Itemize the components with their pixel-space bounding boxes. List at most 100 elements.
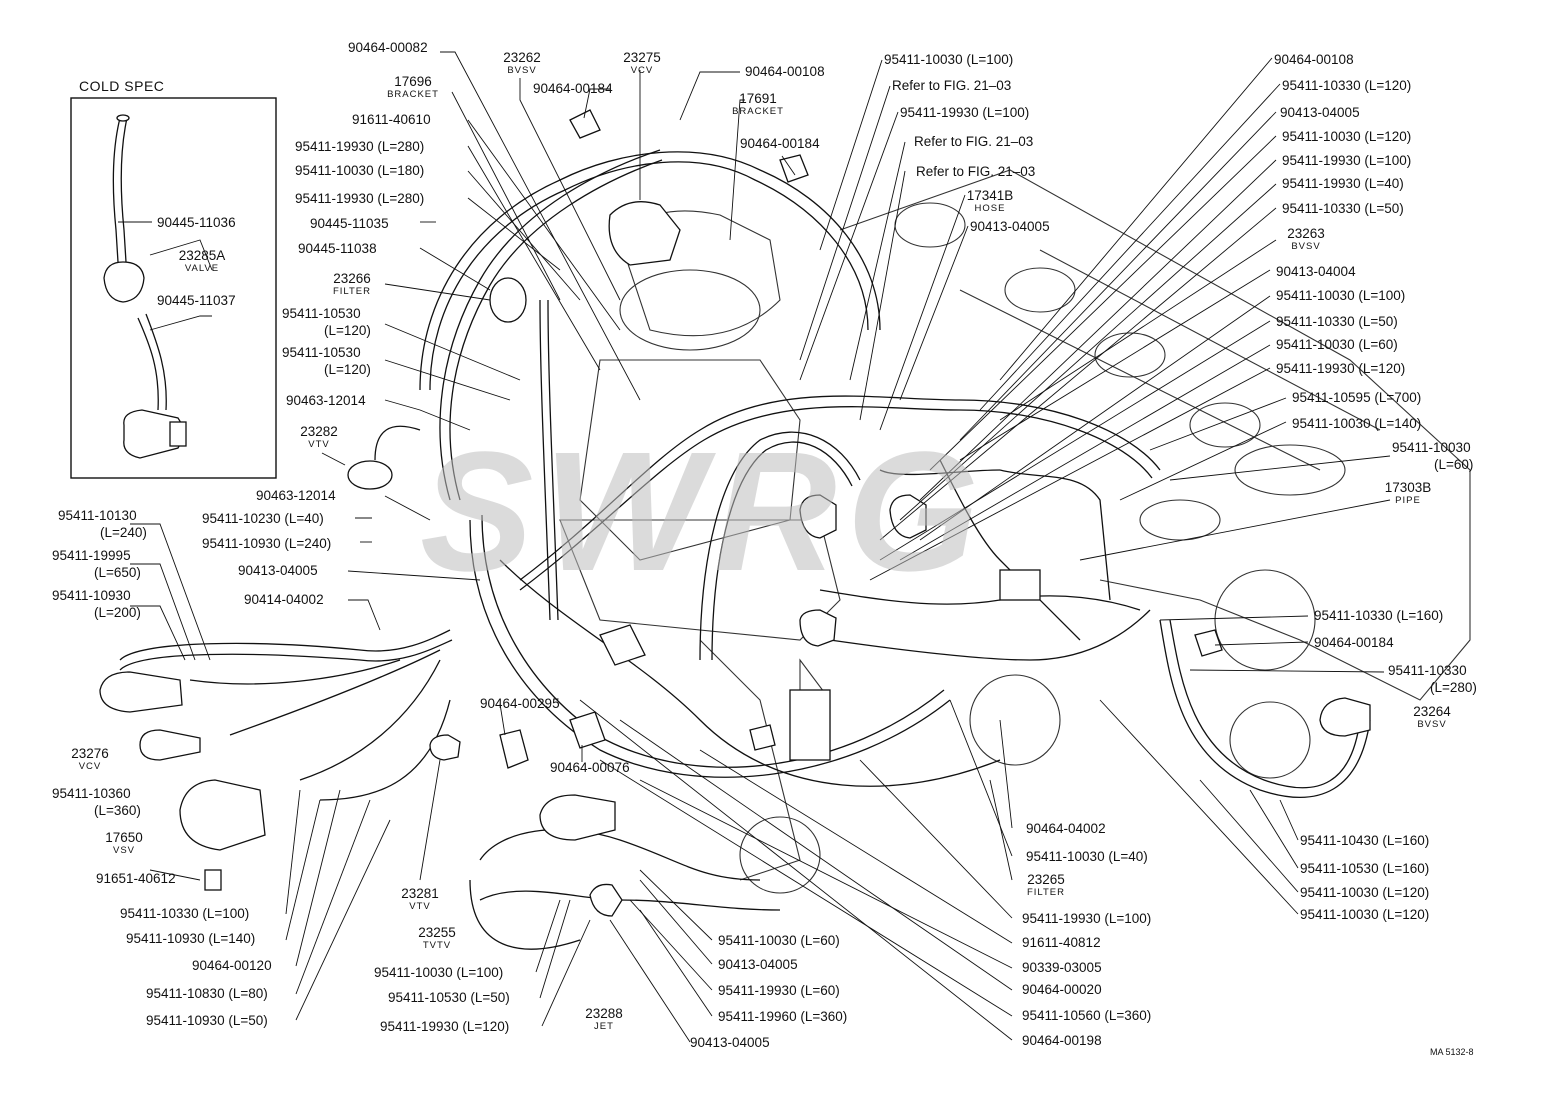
- part-number: 95411-19995: [52, 548, 131, 563]
- part-label: 95411-19930 (L=120): [380, 1019, 509, 1034]
- part-label: 95411-10930(L=200): [52, 588, 141, 620]
- part-number: 95411-10830 (L=80): [146, 986, 268, 1001]
- part-number: 95411-10330 (L=120): [1282, 78, 1411, 93]
- part-number: 17341B: [967, 188, 1014, 203]
- hose-length: (L=650): [94, 565, 141, 580]
- part-number: 23282: [300, 424, 338, 439]
- part-number: 95411-10330 (L=50): [1282, 201, 1404, 216]
- part-label: 95411-10030 (L=40): [1026, 849, 1148, 864]
- part-label: 90413-04005: [1280, 105, 1360, 120]
- inset-title: COLD SPEC: [79, 78, 164, 94]
- part-number: 90413-04004: [1276, 264, 1356, 279]
- part-label: 95411-19930 (L=60): [718, 983, 840, 998]
- part-label: 95411-10560 (L=360): [1022, 1008, 1151, 1023]
- part-label: 95411-19960 (L=360): [718, 1009, 847, 1024]
- part-number: 90464-00184: [740, 136, 820, 151]
- part-type: VALVE: [185, 263, 219, 274]
- part-number: 90464-00120: [192, 958, 272, 973]
- part-number: 23281: [401, 886, 439, 901]
- part-number: 90414-04002: [244, 592, 324, 607]
- part-number: 17691: [739, 91, 777, 106]
- part-label: 90464-04002: [1026, 821, 1106, 836]
- part-label: 95411-10230 (L=40): [202, 511, 324, 526]
- part-type: FILTER: [333, 286, 371, 297]
- part-number: 95411-10530 (L=50): [388, 990, 510, 1005]
- part-number: 90445-11037: [157, 293, 236, 308]
- part-number: 95411-10595 (L=700): [1292, 390, 1421, 405]
- part-number: 95411-10530: [282, 306, 361, 321]
- part-number: 90464-00184: [533, 81, 613, 96]
- part-type: BVSV: [1417, 719, 1446, 730]
- part-label: 95411-10595 (L=700): [1292, 390, 1421, 405]
- part-type: TVTV: [423, 940, 451, 951]
- part-number: 95411-10930: [52, 588, 131, 603]
- part-number: 95411-10030 (L=120): [1300, 907, 1429, 922]
- part-number: 90464-00082: [348, 40, 428, 55]
- part-number: 95411-10330 (L=100): [120, 906, 249, 921]
- part-label: 90414-04002: [244, 592, 324, 607]
- part-number: 95411-10030 (L=60): [718, 933, 840, 948]
- part-number: 95411-10030 (L=100): [1276, 288, 1405, 303]
- part-number: 90445-11035: [310, 216, 389, 231]
- part-number: 90464-00108: [745, 64, 825, 79]
- part-label: 90445-11036: [157, 215, 236, 230]
- part-number: 90464-00076: [550, 760, 630, 775]
- part-label: 90464-00120: [192, 958, 272, 973]
- part-number: 23276: [71, 746, 109, 761]
- part-type: BVSV: [507, 65, 536, 76]
- part-number: 90413-04005: [718, 957, 798, 972]
- part-number: 90464-00108: [1274, 52, 1354, 67]
- hose-length: (L=60): [1434, 457, 1473, 472]
- part-number: 90413-04005: [238, 563, 318, 578]
- part-number: 95411-10430 (L=160): [1300, 833, 1429, 848]
- engine-outline: [559, 169, 1471, 894]
- part-label: 95411-10130(L=240): [58, 508, 147, 540]
- part-label: Refer to FIG. 21–03: [916, 164, 1035, 179]
- part-number: 91611-40610: [352, 112, 431, 127]
- part-label: 91651-40612: [96, 871, 176, 886]
- part-number: 95411-10360: [52, 786, 131, 801]
- part-number: 95411-19930 (L=60): [718, 983, 840, 998]
- part-type: BVSV: [1291, 241, 1320, 252]
- part-number: 90413-04005: [1280, 105, 1360, 120]
- part-number: 95411-10930 (L=140): [126, 931, 255, 946]
- part-label: 95411-10330 (L=120): [1282, 78, 1411, 93]
- part-label: 90339-03005: [1022, 960, 1102, 975]
- part-number: 95411-10030 (L=60): [1276, 337, 1398, 352]
- part-label: 95411-10930 (L=140): [126, 931, 255, 946]
- part-number: 90464-00184: [1314, 635, 1394, 650]
- part-label: 95411-10030 (L=100): [374, 965, 503, 980]
- part-label: 95411-10030 (L=100): [1276, 288, 1405, 303]
- part-number: 23285A: [179, 248, 226, 263]
- part-number: 90464-00198: [1022, 1033, 1102, 1048]
- part-type: BRACKET: [387, 89, 439, 100]
- part-number: 23288: [585, 1006, 623, 1021]
- part-label: 90464-00198: [1022, 1033, 1102, 1048]
- part-number: 95411-19930 (L=100): [900, 105, 1029, 120]
- part-label: 90445-11038: [298, 241, 377, 256]
- part-number: 17696: [394, 74, 432, 89]
- part-number: 95411-19930 (L=40): [1282, 176, 1404, 191]
- part-number: 95411-10530: [282, 345, 361, 360]
- part-label: 95411-10330 (L=100): [120, 906, 249, 921]
- part-label: 95411-19930 (L=100): [1282, 153, 1411, 168]
- part-number: 95411-10030: [1392, 440, 1471, 455]
- part-label: 95411-19930 (L=100): [1022, 911, 1151, 926]
- part-number: 95411-10330 (L=160): [1314, 608, 1443, 623]
- part-number: 95411-10030 (L=180): [295, 163, 424, 178]
- part-number: 23263: [1287, 226, 1325, 241]
- part-number: 95411-10230 (L=40): [202, 511, 324, 526]
- part-label: 90413-04005: [718, 957, 798, 972]
- part-label: 95411-10530 (L=50): [388, 990, 510, 1005]
- part-number: 91651-40612: [96, 871, 176, 886]
- part-number: 23264: [1413, 704, 1451, 719]
- part-label: 95411-10330(L=280): [1388, 663, 1477, 695]
- vacuum-hoses: [99, 109, 1371, 950]
- part-label: 90464-00184: [740, 136, 820, 151]
